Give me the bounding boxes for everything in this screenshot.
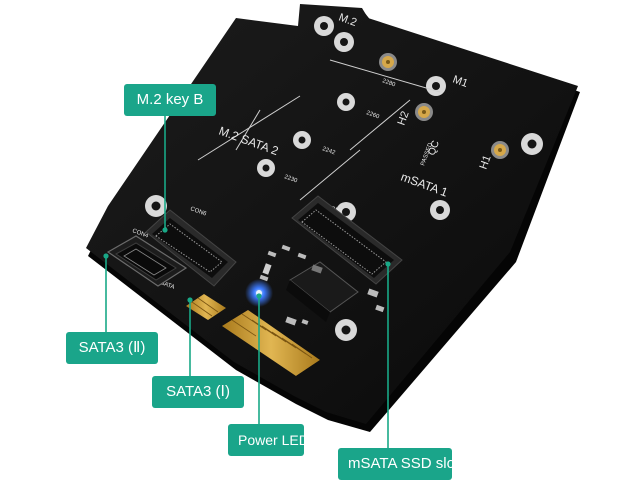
sata-data-connector (106, 235, 188, 287)
callout-msata-slot: mSATA SSD slot (338, 448, 459, 480)
silk-con6: CON6 (189, 206, 207, 218)
silk-h1: H1 (478, 154, 494, 171)
controller-chip (286, 261, 359, 322)
silk-con4: CON4 (131, 228, 149, 240)
silk-m2: M.2 (337, 12, 358, 30)
standoff-screws (379, 53, 509, 159)
silk-h2: H2 (396, 110, 412, 127)
silk-2280: 2280 (381, 78, 396, 88)
sata-gold-fingers (186, 294, 330, 382)
msata-slot (291, 195, 403, 285)
silk-2260: 2260 (365, 110, 380, 120)
silk-sata: SATA (159, 280, 175, 291)
callout-power-led: Power LED (228, 424, 309, 456)
callout-sata3-ii: SATA3 (Ⅱ) (66, 332, 158, 364)
callout-m2-key-b: M.2 key B (124, 84, 216, 116)
callout-sata3-i: SATA3 (Ⅰ) (152, 376, 244, 408)
leader-dots (103, 227, 391, 303)
m2-slot (145, 209, 237, 287)
silk-2230: 2230 (283, 174, 298, 184)
mounting-pads (145, 16, 543, 341)
silk-m1: M1 (451, 74, 469, 91)
silkscreen-lines (197, 59, 441, 201)
silk-qc: QC (426, 139, 441, 157)
silk-2242: 2242 (321, 146, 336, 156)
smd-components (259, 244, 385, 326)
leader-lines (105, 112, 389, 462)
